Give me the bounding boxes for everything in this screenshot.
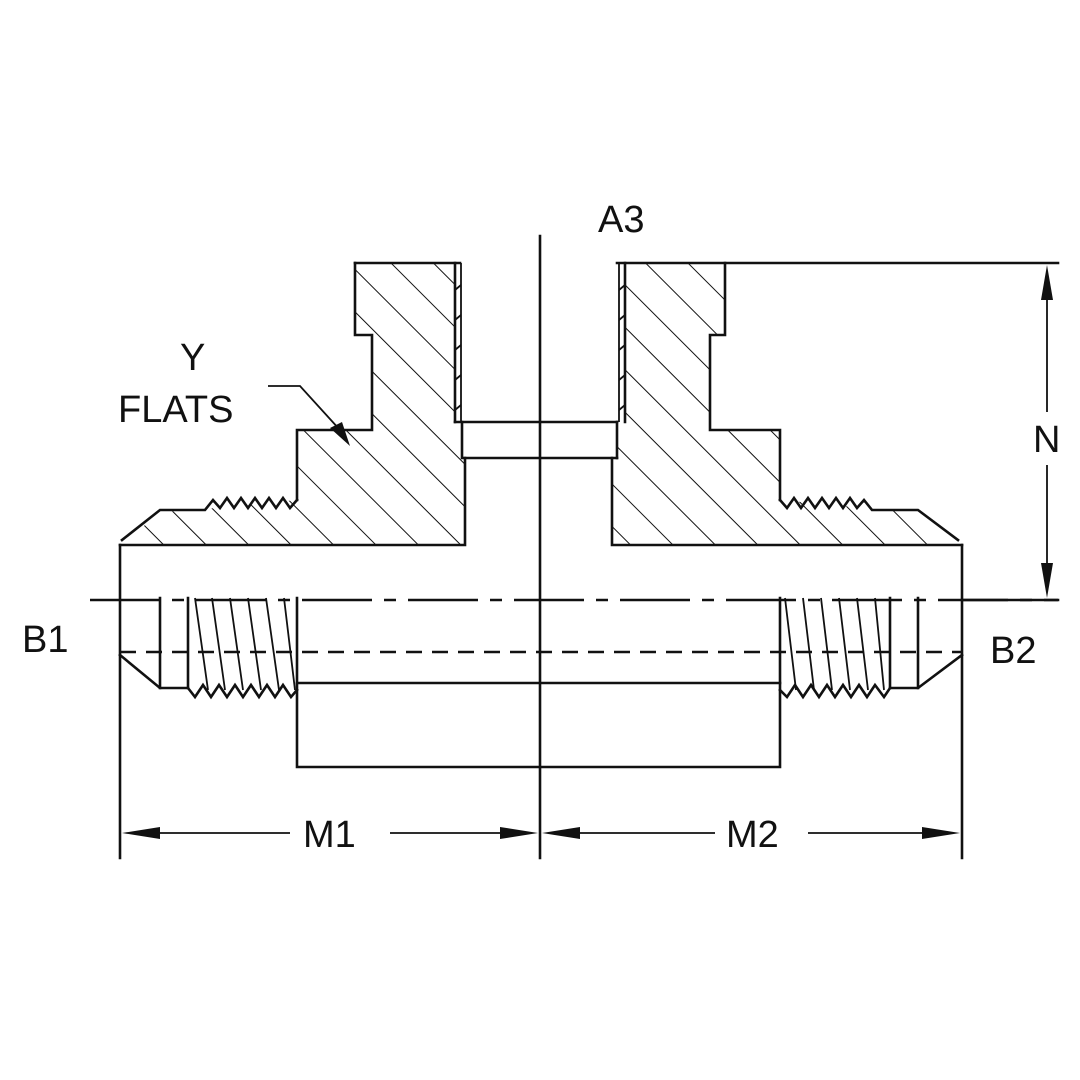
m-dimensions (122, 827, 960, 839)
label-a3: A3 (598, 199, 644, 241)
label-flats: FLATS (118, 389, 233, 431)
left-body-outline (118, 261, 619, 547)
label-m2: M2 (726, 814, 779, 856)
label-n: N (1033, 419, 1060, 461)
run-body-outline (118, 543, 964, 860)
label-y: Y (180, 337, 205, 379)
label-b2: B2 (990, 630, 1036, 672)
label-b1: B1 (22, 619, 68, 661)
flats-leader (268, 385, 350, 446)
right-body-outline (610, 261, 1060, 547)
n-dimension (960, 265, 1060, 602)
label-m1: M1 (303, 814, 356, 856)
center-lines (90, 234, 1058, 860)
